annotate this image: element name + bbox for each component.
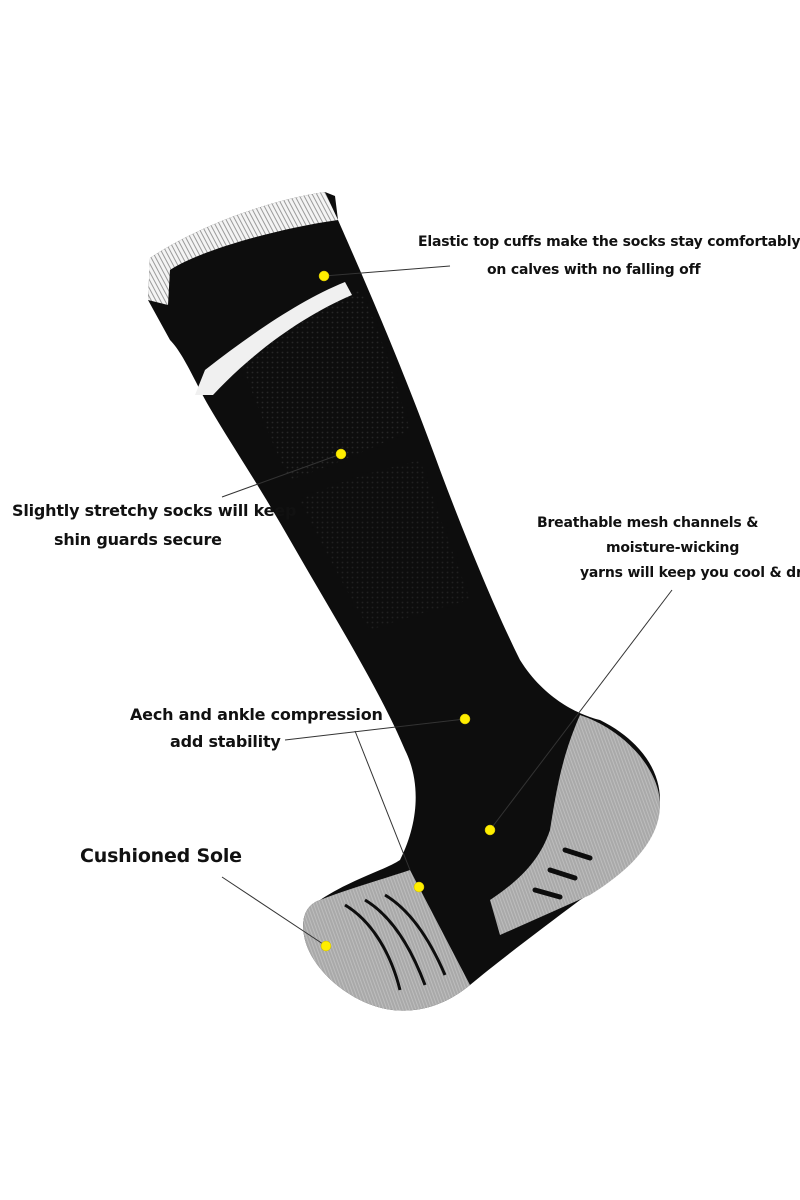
callout-dot-cushion <box>320 940 332 952</box>
callout-dot-stretchy <box>335 448 347 460</box>
callout-cushion-line1: Cushioned Sole <box>80 845 242 867</box>
callout-top-cuff-line2: on calves with no falling off <box>487 262 701 278</box>
callout-dots <box>318 270 496 952</box>
callout-compression-line1: Aech and ankle compression <box>130 705 383 724</box>
mesh-panel <box>300 460 470 630</box>
callout-dot-top-cuff <box>318 270 330 282</box>
callout-compression-line2: add stability <box>170 732 281 751</box>
heel-stripes <box>532 847 593 900</box>
cuff-rib <box>148 192 338 305</box>
callout-mesh-line3: yarns will keep you cool & dry <box>580 565 800 581</box>
mesh-panel <box>240 290 410 480</box>
toe-cushion <box>303 870 470 1011</box>
cuff-stripe <box>195 282 352 395</box>
callout-dot-mesh <box>484 824 496 836</box>
leader-lines <box>221 265 673 947</box>
toe-stripes <box>344 893 447 991</box>
callout-dot-ankle <box>413 881 425 893</box>
callout-stretchy-line2: shin guards secure <box>54 530 222 549</box>
callout-dot-compression <box>459 713 471 725</box>
callout-mesh-line1: Breathable mesh channels & <box>537 515 759 531</box>
callout-top-cuff-line1: Elastic top cuffs make the socks stay co… <box>418 234 800 250</box>
callout-mesh-line2: moisture-wicking <box>606 540 740 556</box>
heel-cushion <box>490 715 660 935</box>
callout-stretchy-line1: Slightly stretchy socks will keep <box>12 501 297 520</box>
